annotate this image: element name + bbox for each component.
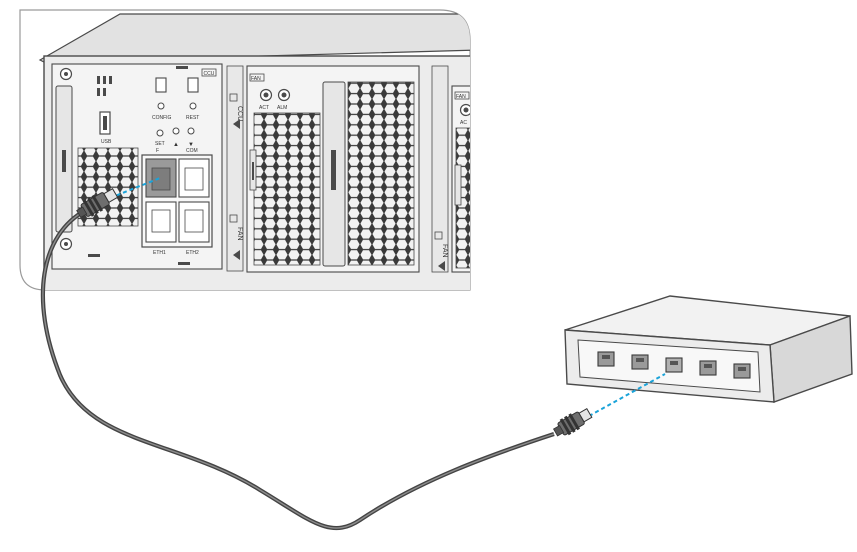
network-switch: [564, 295, 853, 403]
rest-label: REST: [186, 115, 199, 121]
fan-vent-left: [253, 112, 321, 266]
set-label: SET: [155, 141, 165, 147]
fan-tag-2-label: FAN: [456, 94, 466, 100]
switch-port-latch: [602, 355, 610, 359]
act-label: ACT: [259, 105, 269, 111]
link-line-switch: [588, 373, 666, 417]
fan-tag-label: FAN: [251, 76, 261, 82]
chassis-view: USB CCU CONFIG REST SET ▲ ▼ F COM: [38, 13, 470, 290]
fan-tag-2: [454, 91, 470, 100]
alm-label: ALM: [277, 105, 287, 111]
usb-label: USB: [101, 139, 112, 145]
down-arrow-icon: ▼: [188, 142, 194, 148]
fan-side-label: FAN: [236, 227, 243, 241]
eth1-label: ETH1: [153, 250, 166, 256]
status-leds: [97, 76, 112, 96]
rj45-plug-device-icon: [76, 187, 119, 219]
ccu-tag: [201, 68, 217, 77]
f-label: F: [156, 148, 159, 154]
ccu-tag-label: CCU: [204, 71, 215, 77]
side-label-strip: CCU FAN: [226, 65, 244, 272]
config-button[interactable]: [155, 77, 167, 93]
ccu-side-arrow-icon: [233, 119, 240, 129]
switch-port-latch: [636, 358, 644, 362]
fan-side-label-2: FAN: [441, 244, 448, 258]
ccu-side-label: CCU: [236, 106, 243, 121]
fan-tag: [249, 73, 265, 82]
switch-ports: [597, 351, 751, 379]
up-arrow-icon: ▲: [173, 142, 179, 148]
ccu-module: USB CCU CONFIG REST SET ▲ ▼ F COM: [51, 63, 223, 270]
link-line-device: [109, 177, 161, 199]
eth2-label: ETH2: [186, 250, 199, 256]
rest-button[interactable]: [187, 77, 199, 93]
switch-port-latch: [704, 364, 712, 368]
switch-port-latch: [738, 367, 746, 371]
fan-vent-right: [347, 81, 415, 266]
act-label-2: AC: [460, 120, 467, 126]
rj45-plug-switch-icon: [552, 407, 593, 437]
fan-module: FAN ACT ALM: [246, 65, 420, 273]
fan-side-arrow-icon-2: [438, 261, 445, 271]
config-label: CONFIG: [152, 115, 172, 121]
side-label-strip-2: FAN: [431, 65, 449, 273]
fan-module-2: FAN AC: [451, 85, 470, 273]
fan-side-arrow-icon: [233, 250, 240, 260]
switch-port-latch: [670, 361, 678, 365]
com-label: COM: [186, 148, 198, 154]
